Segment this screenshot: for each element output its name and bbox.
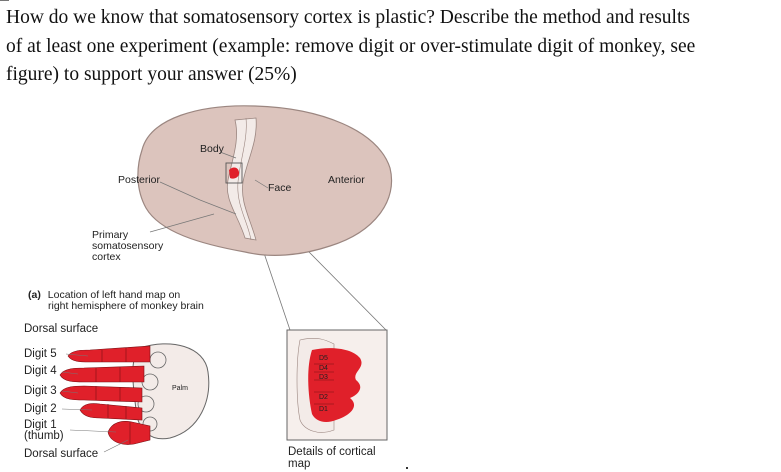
hand-region-marker (229, 167, 240, 179)
question-text: How do we know that somatosensory cortex… (6, 4, 778, 90)
digit4-finger (59, 365, 145, 383)
label-palm: Palm (172, 385, 188, 392)
label-thumb: (thumb) (24, 430, 64, 442)
caption-a-text: Location of left hand map on (48, 289, 181, 301)
label-primary-2: somatosensory (92, 240, 164, 252)
label-body: Body (200, 143, 225, 155)
digit3-finger (59, 385, 143, 403)
corner-mark (0, 0, 9, 1)
detail-d4: D4 (319, 365, 328, 372)
caption-a-line1: (a) Location of left hand map on (28, 289, 180, 301)
label-posterior: Posterior (118, 174, 161, 186)
digit2-finger (79, 403, 143, 421)
question-line-1: How do we know that somatosensory cortex… (6, 7, 690, 28)
detail-d5: D5 (319, 355, 328, 362)
hand-region-box (225, 162, 243, 184)
label-primary-3: cortex (92, 251, 121, 263)
label-dorsal-bottom: Dorsal surface (24, 448, 98, 460)
caption-a-line2: right hemisphere of monkey brain (48, 300, 204, 312)
detail-caption-1: Details of cortical (288, 446, 376, 458)
question-line-2: of at least one experiment (example: rem… (6, 35, 696, 57)
detail-d2: D2 (319, 394, 328, 401)
digit5-finger (67, 345, 151, 363)
detail-red-map (308, 348, 362, 422)
detail-d3: D3 (319, 374, 328, 381)
detail-d1: D1 (319, 406, 328, 413)
label-digit5: Digit 5 (24, 348, 57, 360)
digit1-thumb (107, 421, 151, 445)
label-digit1: Digit 1 (24, 419, 57, 431)
caption-a-letter: (a) (28, 289, 41, 301)
stray-dot (406, 467, 408, 469)
question-line-3: figure) to support your answer (25%) (6, 64, 297, 85)
label-anterior: Anterior (328, 174, 365, 186)
label-digit2: Digit 2 (24, 403, 57, 415)
brain-shape (137, 105, 393, 256)
label-dorsal-top: Dorsal surface (24, 323, 98, 335)
label-digit4: Digit 4 (24, 365, 57, 377)
label-digit3: Digit 3 (24, 385, 57, 397)
detail-caption-2: map (288, 458, 310, 470)
label-face: Face (268, 182, 292, 194)
label-primary-1: Primary (92, 229, 129, 241)
